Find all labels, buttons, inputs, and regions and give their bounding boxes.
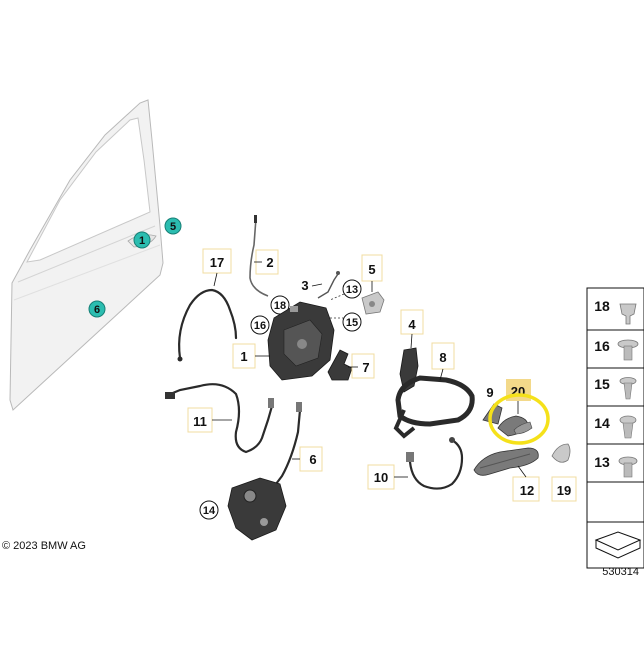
fastener-panel xyxy=(586,287,644,569)
screw-13-icon xyxy=(618,456,638,478)
panel-label-15: 15 xyxy=(594,376,610,392)
part-1-door-lock xyxy=(267,301,335,381)
diagram-number: 530314 xyxy=(602,566,639,578)
door-marker-6: 6 xyxy=(88,300,106,318)
diagram-type-icon xyxy=(594,531,642,559)
panel-label-13: 13 xyxy=(594,454,610,470)
door-marker-1: 1 xyxy=(133,231,151,249)
svg-text:5: 5 xyxy=(170,221,176,233)
callout-19: 19 xyxy=(557,483,571,498)
callout-9: 9 xyxy=(486,385,493,400)
callout-12: 12 xyxy=(520,483,534,498)
part-2-rod xyxy=(249,215,269,297)
bolt-16-icon xyxy=(617,339,639,361)
highlight-circle xyxy=(488,393,550,445)
callout-14-actuator: 14 xyxy=(203,505,216,517)
callout-18-lock: 18 xyxy=(274,300,286,312)
part-9-gasket xyxy=(482,403,503,425)
part-14-actuator xyxy=(227,477,287,541)
callout-4: 4 xyxy=(408,317,416,332)
part-7-bracket xyxy=(327,349,353,381)
door-shell xyxy=(9,99,164,411)
callout-2: 2 xyxy=(266,255,273,270)
callout-8: 8 xyxy=(439,350,446,365)
callout-1: 1 xyxy=(240,349,247,364)
callout-6: 6 xyxy=(309,452,316,467)
copyright-text: © 2023 BMW AG xyxy=(2,540,86,552)
panel-label-18: 18 xyxy=(594,298,610,314)
part-20-gasket xyxy=(497,415,533,437)
callout-10: 10 xyxy=(374,470,388,485)
part-10-cable xyxy=(406,437,464,490)
callout-16-lock: 16 xyxy=(254,320,266,332)
callout-15-lock: 15 xyxy=(346,317,358,329)
svg-text:1: 1 xyxy=(139,235,145,247)
part-8-handle-carrier xyxy=(393,375,475,439)
svg-text:6: 6 xyxy=(94,304,100,316)
clip-18-icon xyxy=(619,303,637,325)
callout-11: 11 xyxy=(193,414,207,429)
callout-13-lock: 13 xyxy=(346,284,358,296)
callout-7: 7 xyxy=(362,360,369,375)
door-marker-5: 5 xyxy=(164,217,182,235)
callout-5: 5 xyxy=(368,262,375,277)
screw-15-icon xyxy=(619,377,637,400)
part-3-rod xyxy=(317,271,340,299)
panel-label-14: 14 xyxy=(594,415,610,431)
part-17-cable xyxy=(177,288,238,362)
part-11-cable xyxy=(165,383,274,454)
screw-14-icon xyxy=(619,415,637,439)
panel-label-16: 16 xyxy=(594,338,610,354)
part-5-striker xyxy=(361,291,385,315)
part-12-door-handle xyxy=(473,447,539,476)
part-19-cap xyxy=(551,443,571,463)
callout-3: 3 xyxy=(301,278,308,293)
callout-17: 17 xyxy=(210,255,224,270)
